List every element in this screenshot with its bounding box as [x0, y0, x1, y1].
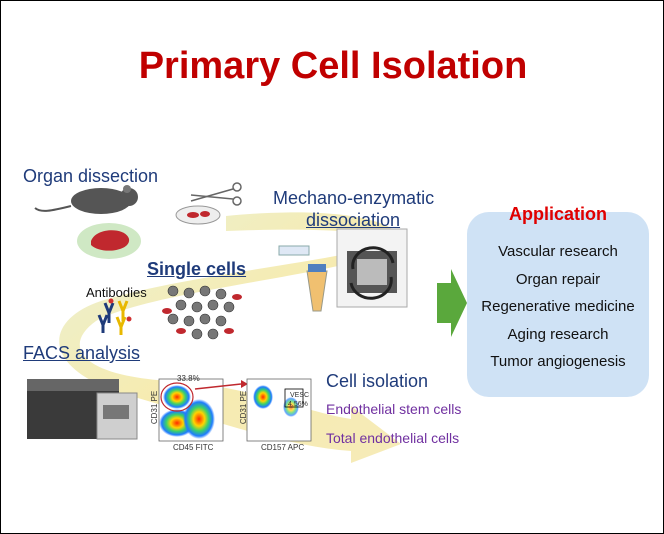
big-arrow [437, 269, 467, 337]
facs-machine-icon [27, 379, 138, 440]
cell-isolation-label: Cell isolation [326, 371, 429, 391]
output-endothelial-stem-cells: Endothelial stem cells [326, 401, 462, 417]
organ-dissection-label: Organ dissection [23, 166, 159, 186]
plot1-ylabel: CD31 PE [150, 390, 160, 425]
plot2-ylabel: CD31 PE [239, 390, 249, 425]
mechano-label-line2: dissociation [306, 210, 401, 230]
application-item: Tumor angiogenesis [490, 353, 626, 370]
application-item: Organ repair [515, 270, 601, 288]
plot2-xlabel: CD157 APC [261, 443, 305, 452]
application-item: Vascular research [498, 243, 618, 260]
application-item: Regenerative medicine [481, 298, 635, 315]
plot2-gate-value: 4.56% [288, 401, 308, 408]
plot1-gate-value: 33.8% [177, 374, 200, 383]
antibodies-icon [97, 298, 132, 335]
application-list: Vascular research Organ repair Regenerat… [467, 241, 649, 379]
mechano-label-line1: Mechano-enzymatic [273, 188, 435, 208]
antibodies-label: Antibodies [86, 285, 147, 300]
flow-band [59, 212, 402, 463]
petri-dish-icon [175, 205, 221, 225]
gate-arrow [194, 383, 242, 390]
application-title: Application [509, 204, 607, 224]
facs-plot-2 [246, 378, 312, 442]
scissors-icon [190, 182, 242, 206]
dissociator-icon [336, 228, 408, 308]
facs-analysis-label: FACS analysis [23, 343, 141, 363]
plot1-xlabel: CD45 FITC [173, 443, 214, 452]
single-cells-label: Single cells [147, 259, 247, 279]
plot2-gate-label: VESC [290, 392, 310, 399]
output-total-endothelial-cells: Total endothelial cells [326, 430, 460, 446]
application-item: Aging research [507, 325, 609, 343]
tube-icon [278, 245, 328, 312]
application-box [467, 212, 649, 397]
mouse-icon [34, 185, 138, 214]
single-cells-icon [162, 285, 242, 340]
organ-dish-icon [77, 223, 141, 259]
page-title: Primary Cell Isolation [138, 45, 528, 87]
facs-plot-1 [158, 378, 224, 442]
